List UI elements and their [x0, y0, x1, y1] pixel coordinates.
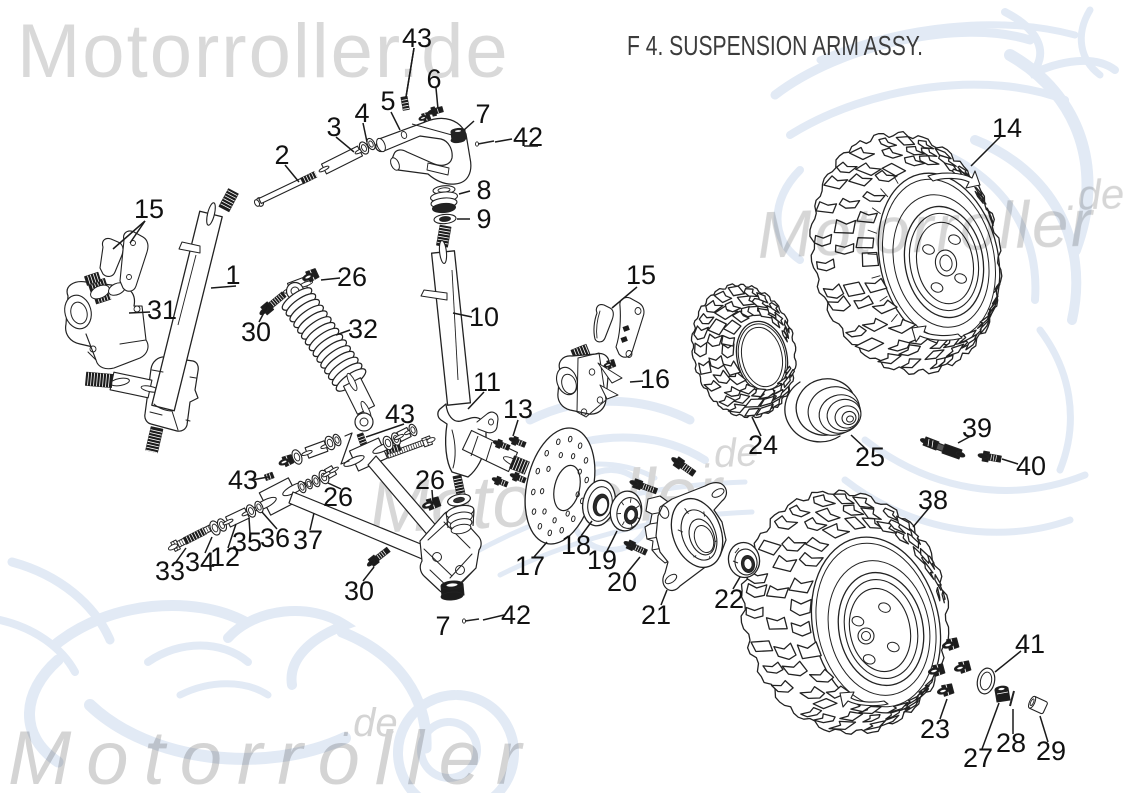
svg-text:Motorroller.de: Motorroller.de: [17, 9, 510, 94]
svg-text:26: 26: [415, 465, 445, 495]
svg-text:18: 18: [561, 530, 591, 560]
svg-text:4: 4: [354, 98, 369, 128]
svg-text:34: 34: [185, 547, 215, 577]
svg-text:42: 42: [501, 600, 531, 630]
svg-text:41: 41: [1015, 629, 1045, 659]
svg-text:7: 7: [475, 99, 490, 129]
svg-text:23: 23: [920, 714, 950, 744]
svg-text:40: 40: [1016, 451, 1046, 481]
svg-text:26: 26: [337, 262, 367, 292]
svg-text:35: 35: [232, 527, 262, 557]
svg-text:13: 13: [503, 394, 533, 424]
svg-text:24: 24: [748, 430, 778, 460]
svg-text:20: 20: [607, 567, 637, 597]
svg-text:.de: .de: [702, 430, 760, 476]
svg-text:5: 5: [380, 86, 395, 116]
svg-text:43: 43: [385, 399, 415, 429]
svg-text:21: 21: [641, 600, 671, 630]
svg-text:16: 16: [640, 364, 670, 394]
svg-text:42: 42: [513, 122, 543, 152]
svg-text:26: 26: [323, 482, 353, 512]
svg-text:Motorroller: Motorroller: [756, 185, 1097, 272]
svg-text:36: 36: [260, 523, 290, 553]
svg-text:11: 11: [473, 367, 501, 397]
svg-text:1: 1: [225, 260, 240, 290]
svg-text:15: 15: [134, 194, 164, 224]
svg-text:12: 12: [210, 542, 240, 572]
svg-text:25: 25: [855, 442, 885, 472]
svg-text:9: 9: [476, 204, 491, 234]
svg-text:33: 33: [155, 556, 185, 586]
svg-text:10: 10: [469, 302, 499, 332]
svg-text:29: 29: [1036, 736, 1066, 766]
svg-text:6: 6: [426, 64, 441, 94]
svg-text:22: 22: [714, 584, 744, 614]
svg-text:8: 8: [476, 175, 491, 205]
svg-text:37: 37: [293, 525, 323, 555]
svg-text:17: 17: [515, 551, 545, 581]
svg-text:Motorroller: Motorroller: [8, 716, 536, 793]
svg-text:28: 28: [996, 728, 1026, 758]
svg-text:7: 7: [435, 611, 450, 641]
svg-text:2: 2: [274, 140, 289, 170]
svg-text:14: 14: [992, 113, 1022, 143]
svg-text:F 4. SUSPENSION ARM ASSY.: F 4. SUSPENSION ARM ASSY.: [627, 30, 923, 61]
svg-text:32: 32: [348, 314, 378, 344]
svg-text:31: 31: [147, 295, 177, 325]
svg-text:43: 43: [402, 23, 432, 53]
svg-text:.de: .de: [1065, 170, 1123, 219]
svg-text:30: 30: [344, 576, 374, 606]
svg-text:27: 27: [963, 743, 993, 773]
svg-text:3: 3: [326, 112, 341, 142]
svg-text:30: 30: [241, 317, 271, 347]
svg-text:19: 19: [587, 545, 617, 575]
svg-text:.de: .de: [342, 701, 398, 745]
svg-text:15: 15: [626, 260, 656, 290]
svg-text:38: 38: [918, 485, 948, 515]
